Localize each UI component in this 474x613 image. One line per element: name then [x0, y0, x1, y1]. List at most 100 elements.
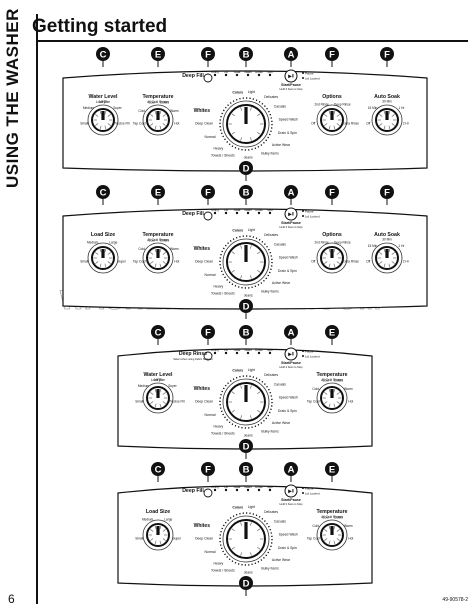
setting-label: Cool	[322, 516, 329, 520]
callout-c: C	[151, 325, 165, 345]
setting-label: Small	[135, 399, 143, 403]
knob-pointer	[330, 111, 334, 120]
setting-label: Colors	[160, 239, 170, 243]
cycle-label: Bulky Items	[261, 152, 279, 156]
knob-ridge	[150, 114, 154, 117]
option-label: Deep Fill	[182, 73, 204, 79]
setting-label: 15 Min	[368, 244, 378, 248]
option-button	[203, 351, 213, 361]
cycle-label: Towels / Sheets	[211, 292, 235, 296]
status-label: Rinse	[255, 348, 263, 352]
knob-ridge	[333, 388, 336, 393]
play-pause-icon	[284, 484, 298, 498]
callout-badge	[284, 47, 298, 61]
whites-label: Whites	[194, 386, 211, 392]
setting-label: Off	[366, 121, 370, 125]
knob-ridge	[333, 403, 336, 408]
knob-ridge	[154, 525, 157, 530]
cycle-label: Speed Wash	[279, 532, 298, 536]
play-pause-glyph: ▶‖	[287, 212, 294, 217]
knob-ridge	[324, 252, 328, 255]
status-light	[246, 211, 250, 215]
cycle-label: Active Wear	[272, 421, 291, 425]
knob-ridge	[336, 123, 340, 126]
callout-badge	[239, 161, 253, 175]
setting-label: Off	[366, 259, 370, 263]
cycle-label: Delicates	[264, 373, 278, 377]
callout-letter: F	[205, 465, 211, 476]
option-label: Deep Fill	[182, 211, 204, 217]
callout-letter: F	[205, 188, 211, 199]
cycle-label: Normal	[205, 550, 216, 554]
callout-letter: E	[329, 328, 335, 339]
callout-e: E	[151, 47, 165, 67]
knob-ridge	[154, 248, 157, 253]
setting-label: Cool	[322, 379, 329, 383]
knob-ridge	[159, 540, 162, 545]
cycle-label: Light	[248, 368, 255, 372]
setting-label: Tap Cold	[133, 121, 146, 125]
status-light	[268, 351, 272, 355]
selector-knob	[371, 104, 403, 136]
knob-ridge	[383, 125, 386, 130]
knob-ridge	[333, 248, 336, 253]
knob-title: Options	[322, 94, 342, 100]
callout-badge	[239, 299, 253, 313]
cycle-label: Speed Wash	[279, 255, 298, 259]
knob-ridge	[333, 540, 336, 545]
setting-label: Colors	[334, 379, 344, 383]
callout-badge	[239, 576, 253, 590]
knob-ridge	[231, 251, 235, 255]
callout-c: C	[96, 47, 110, 67]
knob-title: Load Size	[91, 232, 115, 238]
knob-ridge	[231, 409, 235, 413]
whites-label: Whites	[194, 108, 211, 114]
cycle-dial-ticks	[219, 512, 273, 566]
knob-ridge	[336, 401, 340, 404]
selector-knob	[371, 242, 403, 274]
knob-pointer	[330, 526, 334, 535]
knob-ridge	[257, 269, 261, 273]
knob-ridge	[257, 131, 261, 135]
knob-pointer	[244, 522, 248, 539]
knob-ridge	[250, 245, 252, 249]
indicator-light	[302, 350, 304, 352]
callout-letter: C	[155, 328, 162, 339]
knob-title: Temperature	[316, 372, 347, 378]
setting-label: Precise Fill	[114, 121, 130, 125]
knob-ridge	[379, 114, 383, 117]
knob-ridge	[240, 522, 242, 526]
knob-title: Temperature	[142, 232, 173, 238]
knob-ridge	[250, 107, 252, 111]
cycle-label: Colors	[232, 91, 243, 95]
cycle-selector-knob	[222, 238, 270, 286]
knob-ridge	[250, 415, 252, 419]
knob-ridge	[104, 125, 107, 130]
option-label: Deep Rinse	[179, 351, 207, 357]
callout-letter: B	[243, 328, 250, 339]
setting-label: Medium	[87, 241, 99, 245]
start-pause-label: Start/Pause	[281, 83, 301, 87]
knob-ridge	[240, 245, 242, 249]
option-button	[203, 488, 213, 498]
cycle-label: Normal	[205, 413, 216, 417]
status-label: Wash	[244, 348, 252, 352]
selector-knob	[316, 519, 348, 551]
knob-ridge	[257, 391, 261, 395]
callout-d: D	[239, 576, 253, 596]
knob-ridge	[328, 403, 331, 408]
status-light	[224, 488, 228, 492]
start-pause-label: Start/Pause	[281, 361, 301, 365]
status-label: Rinse	[255, 208, 263, 212]
status-light	[268, 211, 272, 215]
knob-ridge	[231, 269, 235, 273]
selector-knob	[87, 242, 119, 274]
callout-letter: A	[288, 328, 295, 339]
callout-f: F	[201, 47, 215, 67]
knob-ridge	[250, 552, 252, 556]
indicator-label: Lid Locked	[305, 215, 320, 219]
knob-pointer	[244, 107, 248, 124]
callout-letter: F	[384, 50, 390, 61]
